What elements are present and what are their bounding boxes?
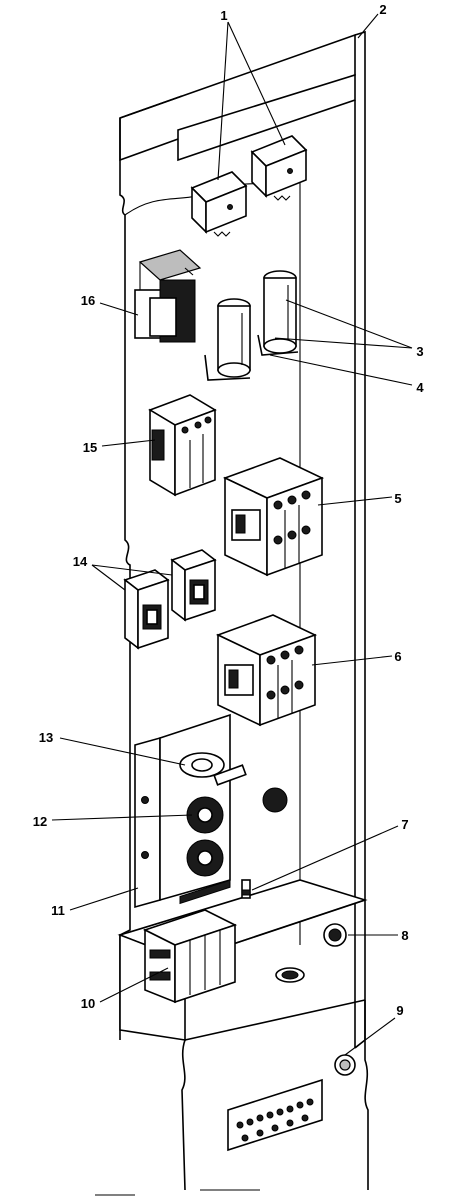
small-connector [241, 879, 251, 899]
callout-16: 16 [81, 293, 95, 308]
contactor-small [148, 394, 217, 497]
terminal-block [142, 879, 238, 1004]
callout-12: 12 [33, 814, 47, 829]
capacitor-tall [257, 270, 299, 356]
leader-lines [51, 13, 413, 1056]
contactor-large-lower [215, 614, 318, 727]
callout-14: 14 [73, 554, 88, 569]
callout-13: 13 [39, 730, 53, 745]
callout-5: 5 [394, 491, 401, 506]
contactor-large-upper [222, 457, 325, 577]
relay-pair-lower-right [170, 549, 217, 622]
relay-left [190, 171, 248, 237]
relay-pair-lower-left [123, 569, 170, 650]
capacitor-short [204, 298, 251, 381]
callout-3: 3 [416, 344, 423, 359]
callout-4: 4 [416, 380, 424, 395]
callout-15: 15 [83, 440, 97, 455]
callout-10: 10 [81, 996, 95, 1011]
callout-7: 7 [401, 817, 408, 832]
callout-8: 8 [401, 928, 408, 943]
terminal-bracket [134, 713, 288, 909]
callout-11: 11 [51, 903, 65, 918]
callout-6: 6 [394, 649, 401, 664]
callout-2: 2 [379, 2, 386, 17]
callout-9: 9 [396, 1003, 403, 1018]
grommet [323, 923, 347, 947]
relay-right [250, 135, 308, 201]
transformer [134, 249, 202, 343]
callout-1: 1 [220, 8, 227, 23]
callout-labels: 1 2 3 4 5 6 7 8 9 10 11 12 13 14 15 16 [33, 2, 425, 1018]
